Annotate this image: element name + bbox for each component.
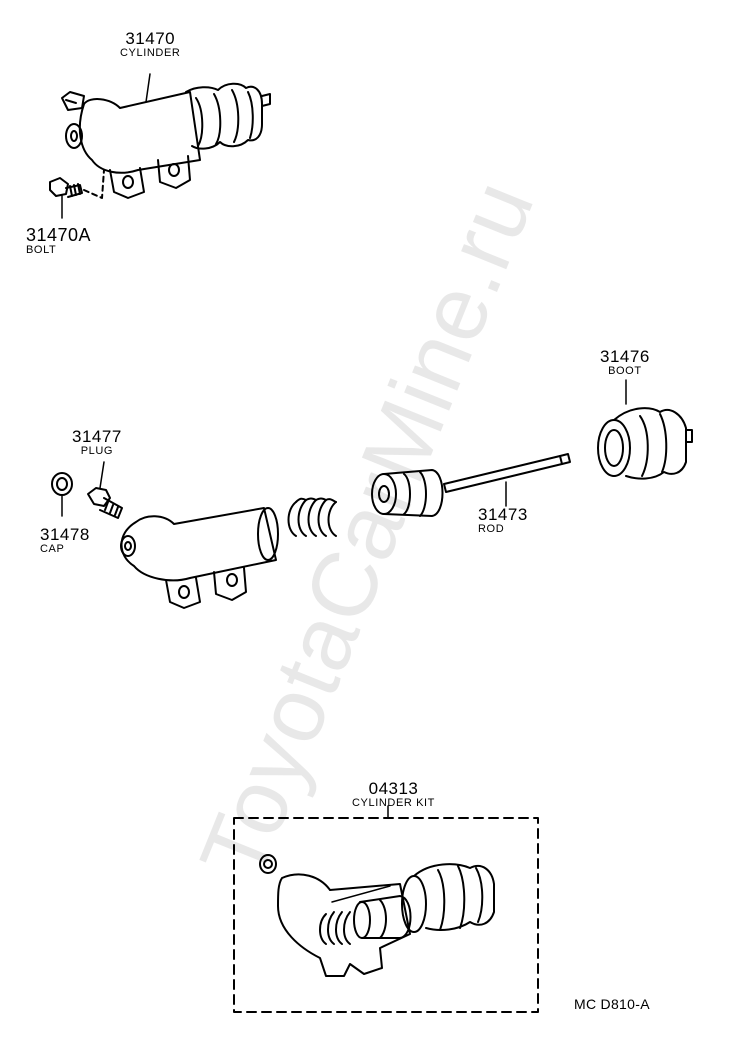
part-name: CAP (40, 543, 65, 555)
part-label-cylinder: 31470 CYLINDER (120, 30, 180, 59)
part-name: CYLINDER (120, 47, 181, 59)
part-name: PLUG (80, 445, 114, 457)
part-label-bolt: 31470A BOLT (26, 226, 91, 256)
part-name: ROD (478, 523, 505, 535)
part-number: 31477 (72, 427, 122, 446)
part-name: BOLT (26, 244, 57, 256)
part-number: 31470A (26, 225, 92, 245)
part-number: 31476 (600, 347, 650, 366)
cylinder-kit-drawing (233, 805, 539, 1013)
part-label-cap: 31478 CAP (40, 526, 90, 555)
part-name: BOOT (608, 365, 642, 377)
part-number: 31470 (125, 29, 176, 48)
diagram-code: MC D810-A (574, 996, 650, 1012)
part-label-plug: 31477 PLUG (72, 428, 122, 457)
part-label-cylinder-kit: 04313 CYLINDER KIT (352, 780, 435, 809)
assembled-cylinder-drawing (49, 73, 271, 219)
part-label-rod: 31473 ROD (478, 506, 528, 535)
exploded-cylinder-drawing (51, 379, 693, 609)
part-number: 31473 (478, 505, 528, 524)
part-name: CYLINDER KIT (352, 797, 435, 809)
part-number: 31478 (40, 525, 90, 544)
part-number: 04313 (368, 779, 419, 798)
part-label-boot: 31476 BOOT (600, 348, 650, 377)
